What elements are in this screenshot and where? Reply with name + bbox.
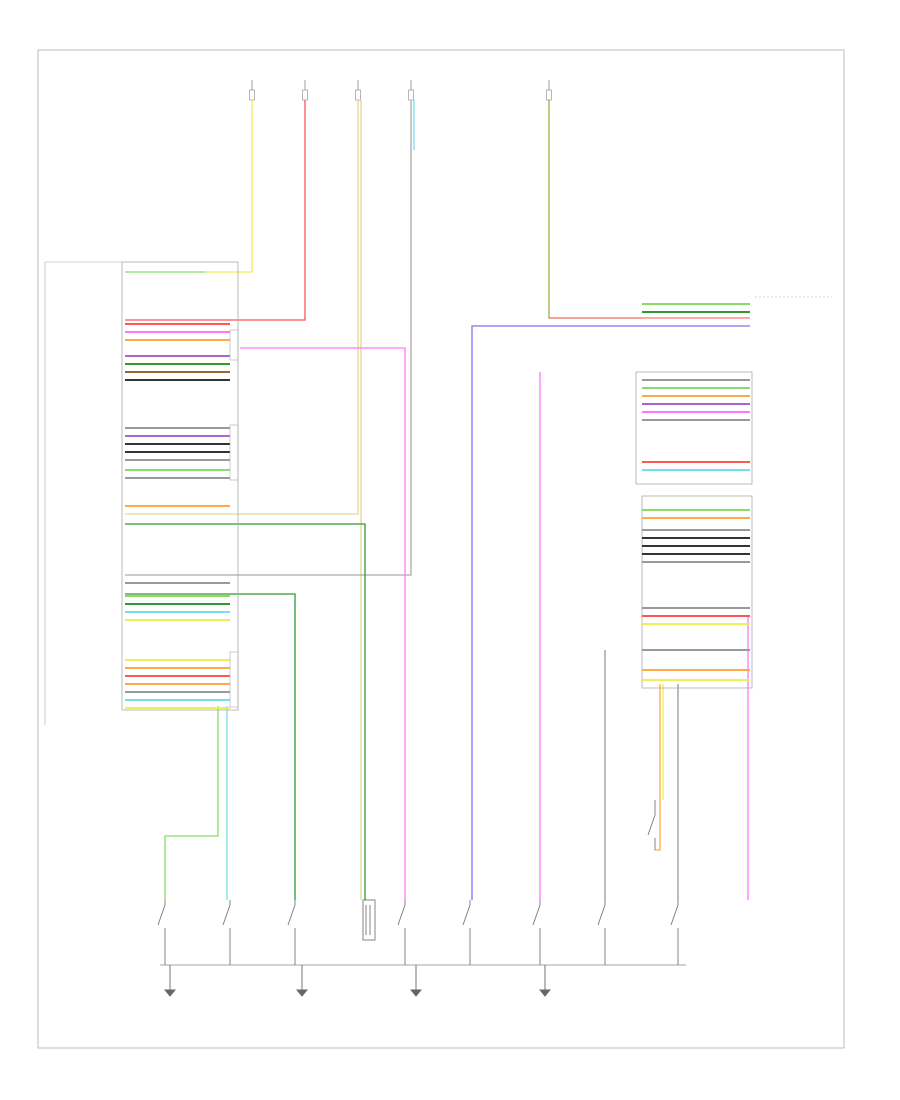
wire-runs [125,100,750,900]
fuse-5 [546,80,552,101]
ground-2 [296,965,308,997]
switch-4 [397,900,406,965]
fuse-4 [408,80,414,101]
gang-switch [362,899,376,941]
wire-darkgreen-1 [125,523,366,900]
fuse-1 [249,80,255,101]
switch-5 [462,900,471,965]
fuse-3 [355,80,361,101]
left-module [44,261,239,725]
switch-7 [597,900,606,965]
switch-8 [670,900,679,965]
wire-tan-fuse3 [125,100,359,515]
right-module [635,296,832,689]
fuse-2-symbol [302,89,308,101]
right-module-lower-block [641,495,753,689]
fuse-5-symbol [546,89,552,101]
wire-grey-fuse4 [125,100,412,576]
fuse-4-symbol [408,89,414,101]
fuse-1-symbol [249,89,255,101]
left-module-pins [125,323,230,709]
wire-red-fuse2 [125,100,306,321]
fuse-2 [302,80,308,101]
right-module-upper-block [635,371,753,485]
switch-6 [532,900,541,965]
ground-1 [164,965,176,997]
left-module-body [121,261,239,711]
fuse-3-symbol [355,89,361,101]
wire-olive-fuse5 [548,100,642,319]
ground-3 [410,965,422,997]
wire-lightgreen-bottom [164,706,219,900]
wire-orange-right [655,684,661,851]
switch-2 [222,900,231,965]
switch-row [157,800,686,966]
wire-darkgreen-2 [125,593,296,900]
right-module-pins [642,303,750,681]
ground-4 [539,965,551,997]
grounds [164,965,551,997]
switch-9 [647,800,656,850]
diagram-border [37,49,845,1049]
switch-1 [157,900,166,965]
wire-yellow-fuse1 [205,100,253,273]
switch-3 [287,900,296,965]
fuse-feeds [249,80,552,101]
wire-pink-left [240,347,406,900]
wire-blue [471,325,750,900]
